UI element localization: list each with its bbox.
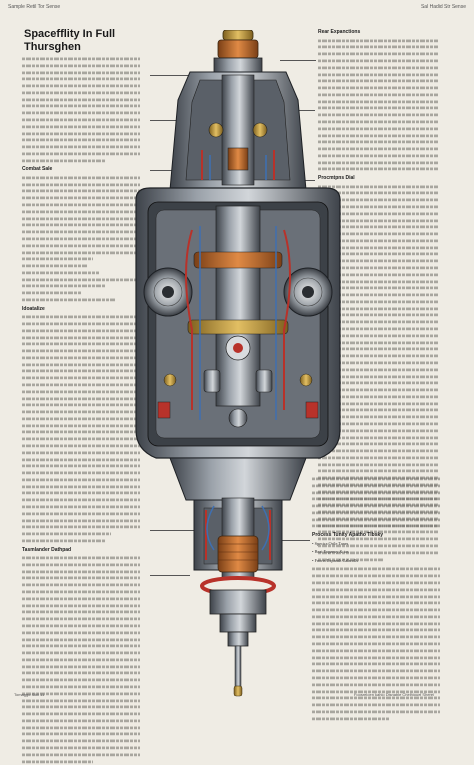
leader-line [280, 60, 316, 61]
main-body [135, 187, 341, 459]
upper-housing [169, 71, 307, 191]
top-cap [213, 30, 263, 73]
lower-housing [169, 457, 307, 697]
left-heading-2: Combat Sale [22, 166, 53, 173]
left-heading-4: Tasmlander Dathpad [22, 546, 72, 553]
right-bullet-3: • Fnorts Expansh Calarolls [312, 557, 359, 563]
right-heading-3: Process Tunity Apatho Tibsky [312, 532, 384, 539]
right-heading-1: Rear Expanctions [318, 29, 361, 35]
page-title: Spacefflity In Full Thursghen [24, 28, 116, 53]
technical-sheet: Sample Retil Tor Sense Sal Hadid Str Sen… [8, 4, 466, 763]
footer-left: Tomaggo Sikli 11 [14, 692, 45, 697]
leader-line [280, 540, 310, 541]
footer-right: Foosreloen kahlo Disnable Chelhiouel She… [353, 692, 434, 697]
leader-line [285, 110, 315, 111]
leader-line [150, 575, 190, 576]
right-text-column: Rear Expanctions Procmtpns Dial [318, 26, 438, 563]
left-heading-3: Idoatalize [22, 305, 45, 312]
leader-line [150, 75, 190, 76]
header-right-text: Sal Hadid Str Sense [420, 4, 466, 10]
leader-line [150, 170, 190, 171]
right-bullet-2: • Beat Expansy & tas [312, 549, 349, 555]
right-heading-2: Procmtpns Dial [318, 175, 355, 182]
right-bullet-1: • Spectra Ortle Tanes [312, 540, 349, 546]
leader-line [150, 120, 195, 121]
leader-line [150, 530, 195, 531]
header-line: Sample Retil Tor Sense Sal Hadid Str Sen… [8, 4, 466, 12]
engine-cutaway-illustration [135, 30, 341, 697]
header-left-text: Sample Retil Tor Sense [8, 4, 61, 10]
left-text-column: Combat Sale Idoatalize Tasmlander Dathpa… [22, 56, 140, 765]
